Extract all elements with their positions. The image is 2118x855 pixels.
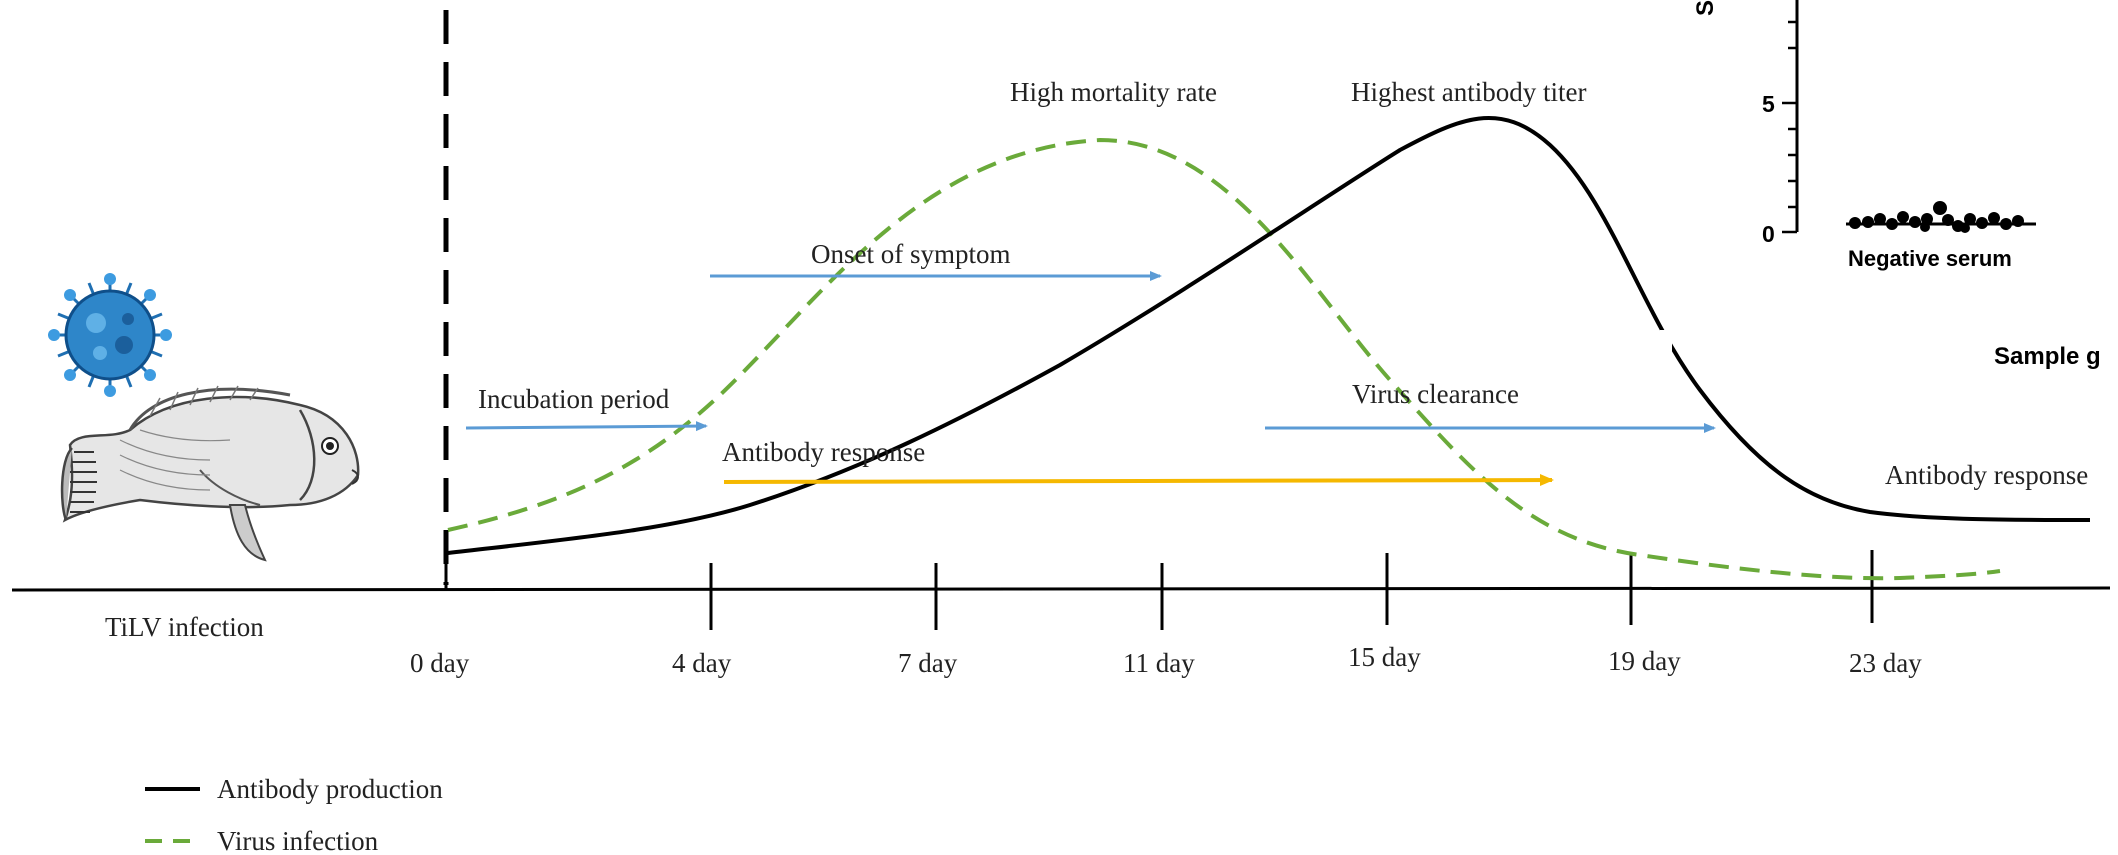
inset-x-axis-label: Sample g [1994,343,2101,370]
tilapia-fish-icon [60,385,360,562]
inset-chart: S 5 0 Negative serum Sample g [1692,0,2101,370]
label-high-mortality: High mortality rate [1010,77,1217,107]
legend-virus-label: Virus infection [217,826,379,855]
inset-y-tick-5: 5 [1762,91,1775,117]
day-label: 0 day [410,648,470,678]
day-label: TiLV infection [105,612,264,642]
inset-y-axis-label: S [1692,0,1719,16]
time-axis [11,586,2111,592]
day-label: 15 day [1348,642,1421,672]
label-incubation: Incubation period [478,384,670,414]
day-label: 7 day [898,648,958,678]
label-antibody-response-mid: Antibody response [722,437,925,467]
inset-y-tick-0: 0 [1762,221,1775,247]
inset-data-points [1849,201,2024,233]
antibody-response-arrow [723,474,1554,487]
label-highest-titer: Highest antibody titer [1351,77,1586,107]
curve-gap-mask [1660,330,1672,360]
day-label: 11 day [1123,648,1195,678]
label-antibody-response-right: Antibody response [1885,460,2088,490]
antibody-production-curve [447,116,2091,555]
day-label: 4 day [672,648,732,678]
label-onset-symptom: Onset of symptom [811,239,1011,269]
label-virus-clearance: Virus clearance [1352,379,1519,409]
inset-category-label: Negative serum [1848,246,2012,271]
day-label: 19 day [1608,646,1681,676]
incubation-arrow [465,421,708,432]
virus-icon [48,273,172,397]
virus-infection-curve [447,137,2001,581]
legend-antibody-label: Antibody production [217,774,443,804]
day-label: 23 day [1849,648,1922,678]
